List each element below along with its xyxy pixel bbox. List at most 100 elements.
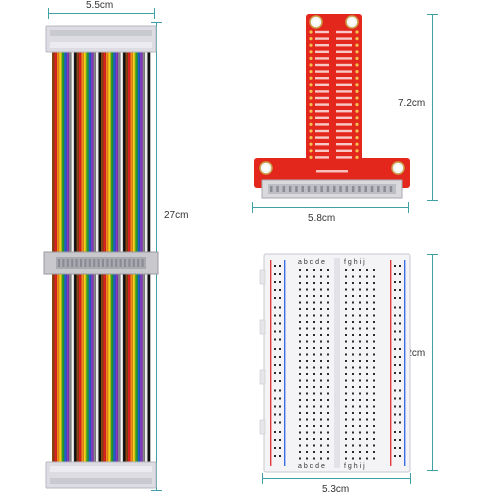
breadboard-hole bbox=[313, 451, 315, 453]
breadboard-hole bbox=[327, 425, 329, 427]
breadboard-hole bbox=[352, 288, 354, 291]
tboard-silkscreen-right bbox=[336, 37, 352, 40]
tboard-pin-left bbox=[309, 96, 313, 100]
breadboard-hole bbox=[366, 418, 368, 421]
breadboard-rail-hole bbox=[394, 364, 396, 366]
tboard-silkscreen-left bbox=[315, 70, 329, 73]
tboard-header-pin bbox=[377, 186, 380, 192]
tboard-pin-right bbox=[355, 83, 359, 87]
breadboard-rail-hole bbox=[399, 306, 401, 309]
breadboard-rail-hole bbox=[394, 447, 396, 449]
breadboard-hole bbox=[306, 321, 308, 323]
breadboard-hole bbox=[373, 295, 375, 297]
breadboard-hole bbox=[345, 347, 347, 349]
breadboard-hole bbox=[306, 334, 308, 336]
breadboard-hole bbox=[320, 301, 322, 304]
breadboard-hole bbox=[373, 438, 375, 440]
breadboard-hole bbox=[320, 282, 322, 284]
tboard-silkscreen-left bbox=[315, 90, 329, 93]
breadboard-hole bbox=[345, 334, 347, 336]
breadboard-rail-hole bbox=[394, 372, 396, 374]
tboard-silkscreen-right bbox=[336, 116, 352, 119]
breadboard-hole bbox=[359, 438, 361, 440]
breadboard-rail-hole bbox=[274, 356, 276, 358]
breadboard-rail-hole bbox=[394, 397, 396, 400]
breadboard-hole bbox=[352, 301, 354, 304]
breadboard-rail-hole bbox=[279, 372, 281, 374]
breadboard-hole bbox=[327, 301, 329, 304]
breadboard-hole bbox=[352, 425, 354, 427]
breadboard-hole bbox=[313, 340, 315, 343]
breadboard-hole bbox=[299, 392, 301, 395]
ribbon-middle-pin bbox=[110, 259, 113, 267]
breadboard-hole bbox=[313, 347, 315, 349]
breadboard-height-line bbox=[432, 254, 433, 470]
breadboard-hole bbox=[352, 269, 354, 271]
breadboard-hole bbox=[299, 301, 301, 304]
breadboard-hole bbox=[327, 379, 329, 382]
breadboard-rail-hole bbox=[274, 439, 276, 441]
breadboard-hole bbox=[352, 412, 354, 414]
breadboard-rail-hole bbox=[274, 389, 276, 392]
breadboard-hole bbox=[306, 392, 308, 395]
breadboard-hole bbox=[320, 438, 322, 440]
breadboard-rail-hole bbox=[394, 439, 396, 441]
breadboard-hole bbox=[299, 412, 301, 414]
breadboard-rail-hole bbox=[274, 380, 276, 382]
breadboard-hole bbox=[306, 314, 308, 317]
breadboard-hole bbox=[366, 314, 368, 317]
tboard-pin-left bbox=[309, 116, 313, 120]
breadboard-hole bbox=[366, 321, 368, 323]
breadboard-hole bbox=[352, 353, 354, 356]
breadboard-hole bbox=[306, 399, 308, 401]
tboard-header-pin bbox=[370, 186, 374, 192]
breadboard-hole bbox=[299, 444, 301, 447]
tboard-header-pin bbox=[276, 186, 279, 192]
breadboard-hole bbox=[299, 366, 301, 369]
breadboard-hole bbox=[313, 275, 315, 278]
breadboard-hole bbox=[359, 412, 361, 414]
ribbon-width-tick-right bbox=[154, 8, 155, 19]
breadboard-hole bbox=[320, 451, 322, 453]
breadboard-hole bbox=[320, 269, 322, 271]
tboard-header-pin bbox=[389, 186, 393, 192]
breadboard-hole bbox=[373, 347, 375, 349]
ribbon-middle-connector-slot bbox=[56, 257, 146, 269]
breadboard-hole bbox=[306, 425, 308, 427]
breadboard-hole bbox=[352, 431, 354, 434]
breadboard-rail-hole bbox=[274, 306, 276, 309]
tboard-header-pin bbox=[345, 186, 349, 192]
breadboard-rail-hole bbox=[399, 455, 401, 457]
breadboard-hole bbox=[327, 295, 329, 297]
breadboard-rail-hole bbox=[274, 289, 276, 291]
breadboard-hole bbox=[366, 457, 368, 460]
breadboard-hole bbox=[299, 379, 301, 382]
breadboard-hole bbox=[345, 373, 347, 375]
breadboard-hole bbox=[359, 399, 361, 401]
tboard-silkscreen-right bbox=[336, 57, 352, 60]
tboard-silkscreen-right bbox=[336, 83, 352, 86]
ribbon-top-connector-ridge bbox=[50, 30, 152, 36]
breadboard-hole bbox=[327, 431, 329, 434]
breadboard-hole bbox=[313, 327, 315, 330]
breadboard-rail-hole bbox=[274, 273, 276, 275]
breadboard-hole bbox=[359, 366, 361, 369]
breadboard-hole bbox=[306, 444, 308, 447]
breadboard-rail-hole bbox=[274, 281, 276, 283]
tboard-height-label: 7.2cm bbox=[398, 98, 426, 109]
breadboard-hole bbox=[320, 288, 322, 291]
tboard-pin-right bbox=[355, 76, 359, 80]
breadboard-hole bbox=[345, 392, 347, 395]
tboard-silkscreen-left bbox=[315, 143, 329, 146]
breadboard-hole bbox=[359, 425, 361, 427]
breadboard-height-tick-top bbox=[427, 254, 438, 255]
breadboard-hole bbox=[299, 373, 301, 375]
breadboard-hole bbox=[366, 431, 368, 434]
breadboard-hole bbox=[320, 444, 322, 447]
breadboard-hole bbox=[327, 418, 329, 421]
breadboard-hole bbox=[345, 399, 347, 401]
tboard-pin-left bbox=[309, 43, 313, 47]
breadboard-hole bbox=[366, 360, 368, 362]
breadboard-hole bbox=[359, 379, 361, 382]
tboard-silkscreen-right bbox=[336, 70, 352, 73]
